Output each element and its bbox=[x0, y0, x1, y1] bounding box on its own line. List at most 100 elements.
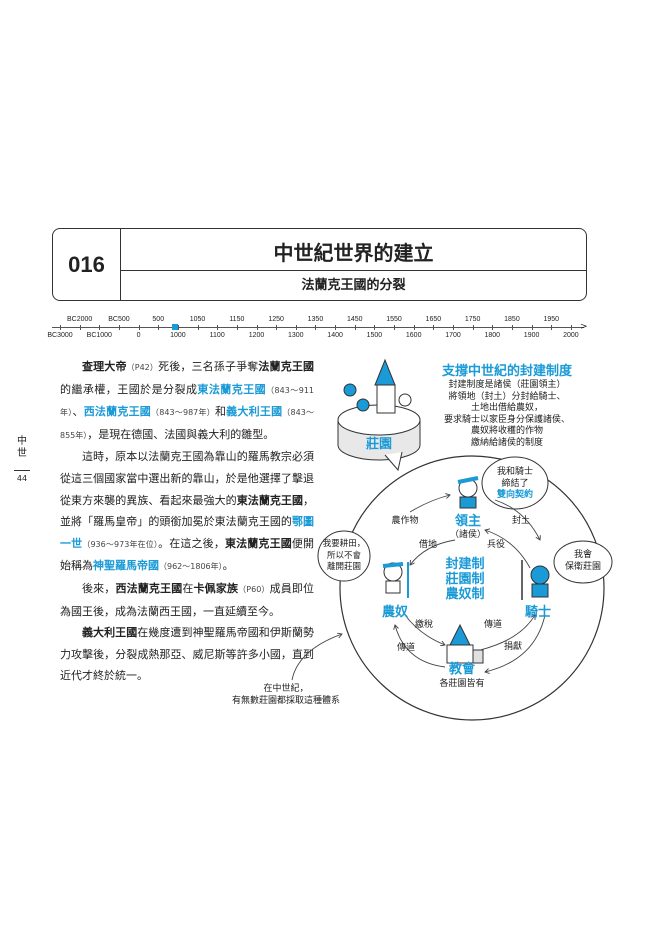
arrow-label-donate: 捐獻 bbox=[503, 642, 523, 652]
diagram-description: 封建制度是諸侯（莊園領主） 將領地（封土）分封給騎士、 土地出借給農奴， 要求騎… bbox=[444, 380, 570, 449]
flow-arrows bbox=[395, 495, 546, 672]
annotation: （843～855年） bbox=[60, 408, 315, 440]
arrow-label-preach-knight: 傳道 bbox=[483, 620, 503, 630]
timeline-label: 1150 bbox=[229, 316, 245, 323]
timeline-label: 1600 bbox=[405, 332, 422, 339]
timeline-tick bbox=[236, 325, 238, 330]
text-run: 在幾度遭到神聖羅馬帝國和伊斯蘭勢力攻擊後，分裂成熱那亞、威尼斯等許多小國，直到近… bbox=[60, 626, 314, 683]
timeline-label: 1050 bbox=[189, 316, 206, 323]
timeline-tick bbox=[531, 325, 533, 330]
timeline-tick bbox=[295, 325, 297, 330]
bold-term: 東法蘭克王國 bbox=[224, 536, 292, 550]
timeline-label: 1450 bbox=[346, 316, 363, 323]
arrow-label-preach-serf: 傳道 bbox=[396, 643, 416, 653]
page-number: 44 bbox=[14, 470, 30, 485]
annotation: （843～911年） bbox=[60, 385, 314, 418]
timeline-label: 1350 bbox=[307, 316, 324, 323]
timeline-label: 1850 bbox=[504, 316, 520, 323]
arrow-label-service: 兵役 bbox=[486, 540, 506, 550]
center-line: 莊園制 bbox=[445, 572, 485, 587]
key-term: 神聖羅馬帝國 bbox=[93, 559, 159, 573]
bubble-text: 所以不會 bbox=[326, 550, 362, 561]
timeline-tick bbox=[315, 325, 317, 330]
serf-figure bbox=[382, 562, 409, 598]
description-line: 封建制度是諸侯（莊園領主） bbox=[448, 380, 566, 390]
timeline-label: BC1000 bbox=[86, 332, 112, 339]
description-line: 將領地（封土）分封給騎士、 bbox=[448, 391, 566, 402]
bold-term: 西法蘭克王國 bbox=[115, 581, 183, 595]
manor-illustration bbox=[337, 358, 421, 472]
text-run: 死後，三名孫子爭奪 bbox=[158, 360, 259, 373]
key-term: 義大利王國 bbox=[226, 405, 283, 419]
timeline-tick bbox=[217, 325, 219, 330]
timeline-tick bbox=[453, 325, 454, 330]
timeline-label: 1700 bbox=[445, 332, 461, 339]
timeline-tick bbox=[177, 325, 179, 330]
description-line: 繳納給諸侯的制度 bbox=[470, 437, 544, 448]
bold-term: 東法蘭克王國 bbox=[236, 493, 304, 507]
body-text: 查理大帝（P42）死後，三名孫子爭奪法蘭克王國的繼承權，王國於是分裂成東法蘭克王… bbox=[60, 356, 314, 687]
church-figure bbox=[446, 623, 484, 664]
manor-label: 莊園 bbox=[365, 437, 393, 452]
lord-bubble: 我和騎士 締結了 雙向契約 bbox=[497, 467, 533, 502]
timeline-arrow-icon: > bbox=[580, 322, 588, 332]
arrow-label-tax: 繳稅 bbox=[414, 620, 434, 630]
bubble-text: 我要耕田， bbox=[322, 539, 366, 549]
text-run: 便開始稱為 bbox=[60, 536, 315, 573]
center-line: 農奴制 bbox=[445, 587, 485, 602]
key-term: 東法蘭克王國 bbox=[197, 382, 267, 396]
church-label: 教會 bbox=[448, 662, 476, 677]
description-line: 農奴將收穫的作物 bbox=[470, 426, 544, 436]
description-line: 土地出借給農奴， bbox=[470, 403, 544, 413]
caption-arrow bbox=[291, 628, 354, 681]
lord-bubble-shape bbox=[481, 456, 549, 510]
diagram-graphics bbox=[317, 358, 613, 721]
text-run: 。在這之後， bbox=[158, 536, 225, 550]
timeline-tick bbox=[158, 325, 160, 330]
timeline-tick bbox=[551, 325, 553, 330]
paragraph: 義大利王國在幾度遭到神聖羅馬帝國和伊斯蘭勢力攻擊後，分裂成熱那亞、威尼斯等許多小… bbox=[60, 622, 314, 687]
timeline-axis bbox=[52, 327, 584, 328]
timeline-tick bbox=[570, 325, 572, 330]
knight-figure bbox=[521, 560, 550, 600]
timeline-label: 1100 bbox=[209, 332, 225, 339]
timeline-label: 1650 bbox=[425, 316, 442, 323]
key-term: 西法蘭克王國 bbox=[83, 405, 152, 419]
timeline-tick bbox=[197, 325, 199, 330]
text-run: 這時，原本以法蘭克王國為靠山的羅馬教宗必須從這三個國家當中選出新的靠山，於是他選… bbox=[60, 450, 314, 507]
serf-label: 農奴 bbox=[381, 605, 409, 620]
text-run: 和 bbox=[214, 405, 227, 419]
timeline-tick bbox=[492, 325, 494, 330]
bubble-text: 保衛莊園 bbox=[564, 561, 602, 572]
timeline-label: 1550 bbox=[386, 316, 402, 323]
church-sublabel: 各莊園皆有 bbox=[439, 679, 485, 689]
bold-term: 查理大帝 bbox=[82, 360, 127, 373]
bubble-text: 我和騎士 bbox=[496, 467, 534, 477]
key-term: 鄂圖一世 bbox=[60, 515, 314, 550]
timeline-tick bbox=[374, 325, 376, 330]
timeline-tick bbox=[138, 325, 140, 330]
chapter-header: 016 中世紀世界的建立 法蘭克王國的分裂 bbox=[52, 228, 587, 301]
annotation: （936～973年在位） bbox=[82, 539, 159, 549]
divider bbox=[121, 270, 586, 271]
page-title: 中世紀世界的建立 bbox=[273, 241, 434, 265]
annotation: （P42） bbox=[126, 363, 159, 372]
timeline-label: 1250 bbox=[268, 316, 284, 323]
timeline-label: 1200 bbox=[248, 332, 265, 339]
timeline-tick bbox=[60, 325, 61, 330]
diagram-caption: 在中世紀， 有無數莊園都採取這種體系 bbox=[232, 684, 340, 707]
bold-term: 卡佩家族 bbox=[193, 581, 239, 595]
lord-sublabel: （諸侯） bbox=[449, 530, 487, 540]
description-line: 要求騎士以家臣身分保護諸侯、 bbox=[443, 414, 571, 425]
timeline-label: BC3000 bbox=[47, 332, 73, 339]
text-run: 成員即位為國王後，成為法蘭西王國，一直延續至今。 bbox=[60, 581, 315, 618]
timeline-label: BC2000 bbox=[66, 316, 93, 323]
timeline-label: 1300 bbox=[288, 332, 304, 339]
timeline-label: BC500 bbox=[108, 316, 130, 323]
arrow-label-crops: 農作物 bbox=[391, 516, 419, 526]
annotation: （962～1806年） bbox=[159, 562, 223, 572]
bold-term: 法蘭克王國 bbox=[258, 360, 315, 373]
center-label: 封建制 莊園制 農奴制 bbox=[445, 557, 484, 602]
timeline-label: 1900 bbox=[523, 332, 540, 339]
timeline-label: 500 bbox=[152, 316, 165, 323]
